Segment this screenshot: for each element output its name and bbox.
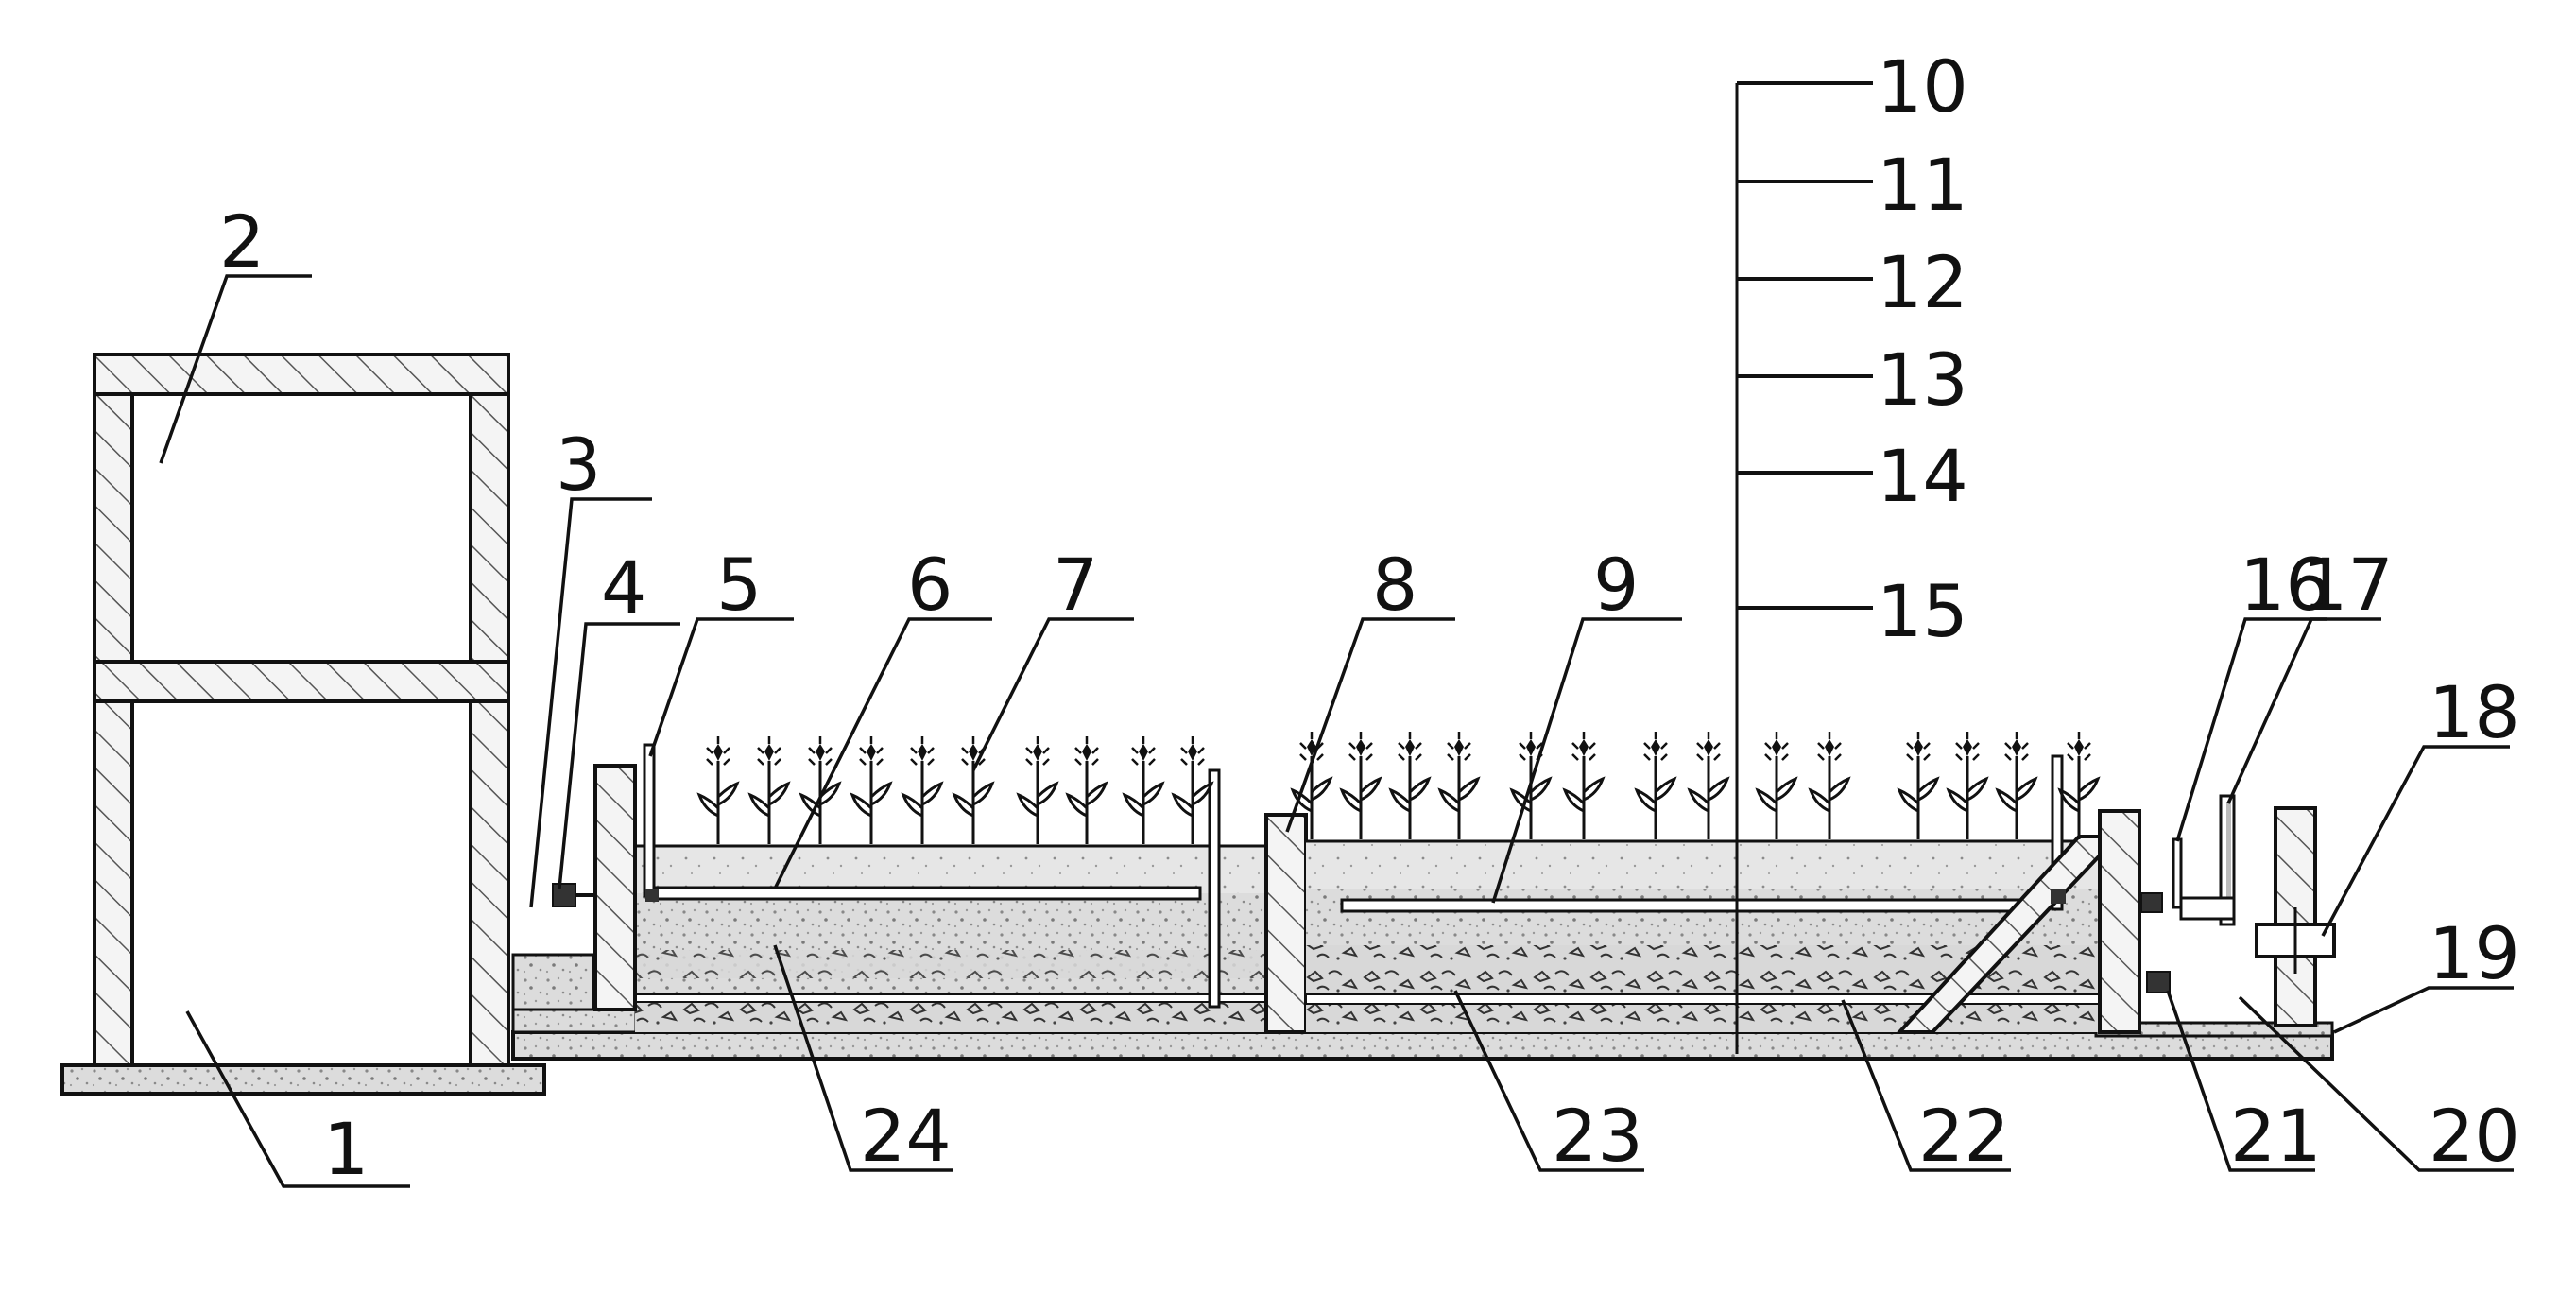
collection-pipe-22 [1305,993,2101,1005]
valve-21 [2146,971,2171,993]
inlet-step [511,1008,638,1034]
leader-9 [1491,617,1682,904]
monitoring-pole [1735,81,1873,1054]
leader-lines [159,274,2514,1188]
inlet-valve-4 [552,883,576,907]
label-18: 18 [2429,670,2520,754]
chamber1-left-wall [593,764,637,1011]
collection-pipe-24 [634,993,1267,1003]
label-7: 7 [1053,543,1098,627]
leader-23 [1453,990,1644,1172]
label-12: 12 [1877,240,1968,324]
leader-20 [2238,995,2514,1172]
chamber2-gravel-bottom [1306,1004,2100,1032]
label-20: 20 [2429,1094,2520,1178]
leader-19 [2333,986,2514,1034]
outlet-structure [2140,794,2336,1027]
outlet-elbow [2179,896,2236,921]
leader-21 [2166,990,2315,1172]
label-16: 16 [2240,543,2331,627]
label-9: 9 [1593,543,1639,627]
leader-2 [159,274,312,464]
leader-5 [648,617,794,757]
tower-right-wall [469,392,510,1067]
leader-3 [529,497,652,908]
label-10: 10 [1877,44,1968,129]
label-19: 19 [2429,911,2520,995]
tank-tower [60,353,546,1096]
leader-6 [773,617,992,889]
reeds-chamber-1 [697,734,1213,846]
wetland-chamber-1 [593,743,1267,1032]
tower-base-slab [60,1063,546,1096]
label-21: 21 [2230,1094,2322,1178]
label-5: 5 [716,543,762,627]
leader-7 [971,617,1134,771]
label-22: 22 [1918,1094,2010,1178]
tower-middle-slab [93,660,510,703]
chamber2-right-wall [2098,809,2141,1034]
leader-17 [2226,617,2381,804]
chamber1-soil-upper [635,846,1266,893]
part-number-labels: 1 2 3 4 5 6 7 8 9 10 11 12 13 14 15 16 1… [219,44,2520,1191]
leader-18 [2321,745,2510,937]
label-11: 11 [1877,143,1968,227]
label-14: 14 [1877,434,1968,518]
chamber1-gravel-band [635,950,1266,978]
outlet-riser-chamber2 [2051,754,2064,911]
valve-box-outlet [2140,892,2163,913]
label-17: 17 [2302,543,2394,627]
label-4: 4 [601,545,646,630]
leader-16 [2175,617,2327,842]
outlet-pipe-17-inner [2226,802,2231,915]
label-8: 8 [1372,543,1417,627]
inclined-baffle [1895,835,2102,1034]
leader-1 [185,1010,410,1188]
leader-24 [773,944,953,1172]
label-13: 13 [1877,337,1968,422]
leader-4 [558,622,680,889]
distribution-pipe-6 [650,886,1202,901]
label-24: 24 [860,1094,952,1178]
chamber2-soil-upper [1306,841,2100,889]
label-6: 6 [907,543,953,627]
label-1: 1 [323,1107,369,1191]
label-15: 15 [1877,569,1968,653]
valve-inlet-small [645,889,659,902]
chamber1-filler [635,893,1266,1002]
leader-8 [1285,617,1455,833]
label-2: 2 [219,199,265,284]
inlet-box [511,953,595,1011]
tower-top-slab [93,353,510,396]
distribution-pipe-9 [1340,898,2024,913]
valve-chamber2-small [2051,889,2066,904]
partition-wall-8 [1264,813,1308,1034]
wetland-chamber-2 [1305,754,2141,1034]
wetland-base-slab [511,1030,2334,1061]
vertical-pipe-left-chamber1 [1208,768,1221,1009]
chamber2-filler [1306,889,2100,945]
label-3: 3 [556,423,601,507]
leader-22 [1841,999,2011,1172]
label-23: 23 [1552,1094,1643,1178]
tower-left-wall [93,392,134,1067]
chamber1-gravel-bottom [635,1002,1266,1032]
inlet-riser-5 [643,743,656,898]
reeds-chamber-2 [1291,730,2100,841]
sampling-post-18 [2274,806,2317,1027]
